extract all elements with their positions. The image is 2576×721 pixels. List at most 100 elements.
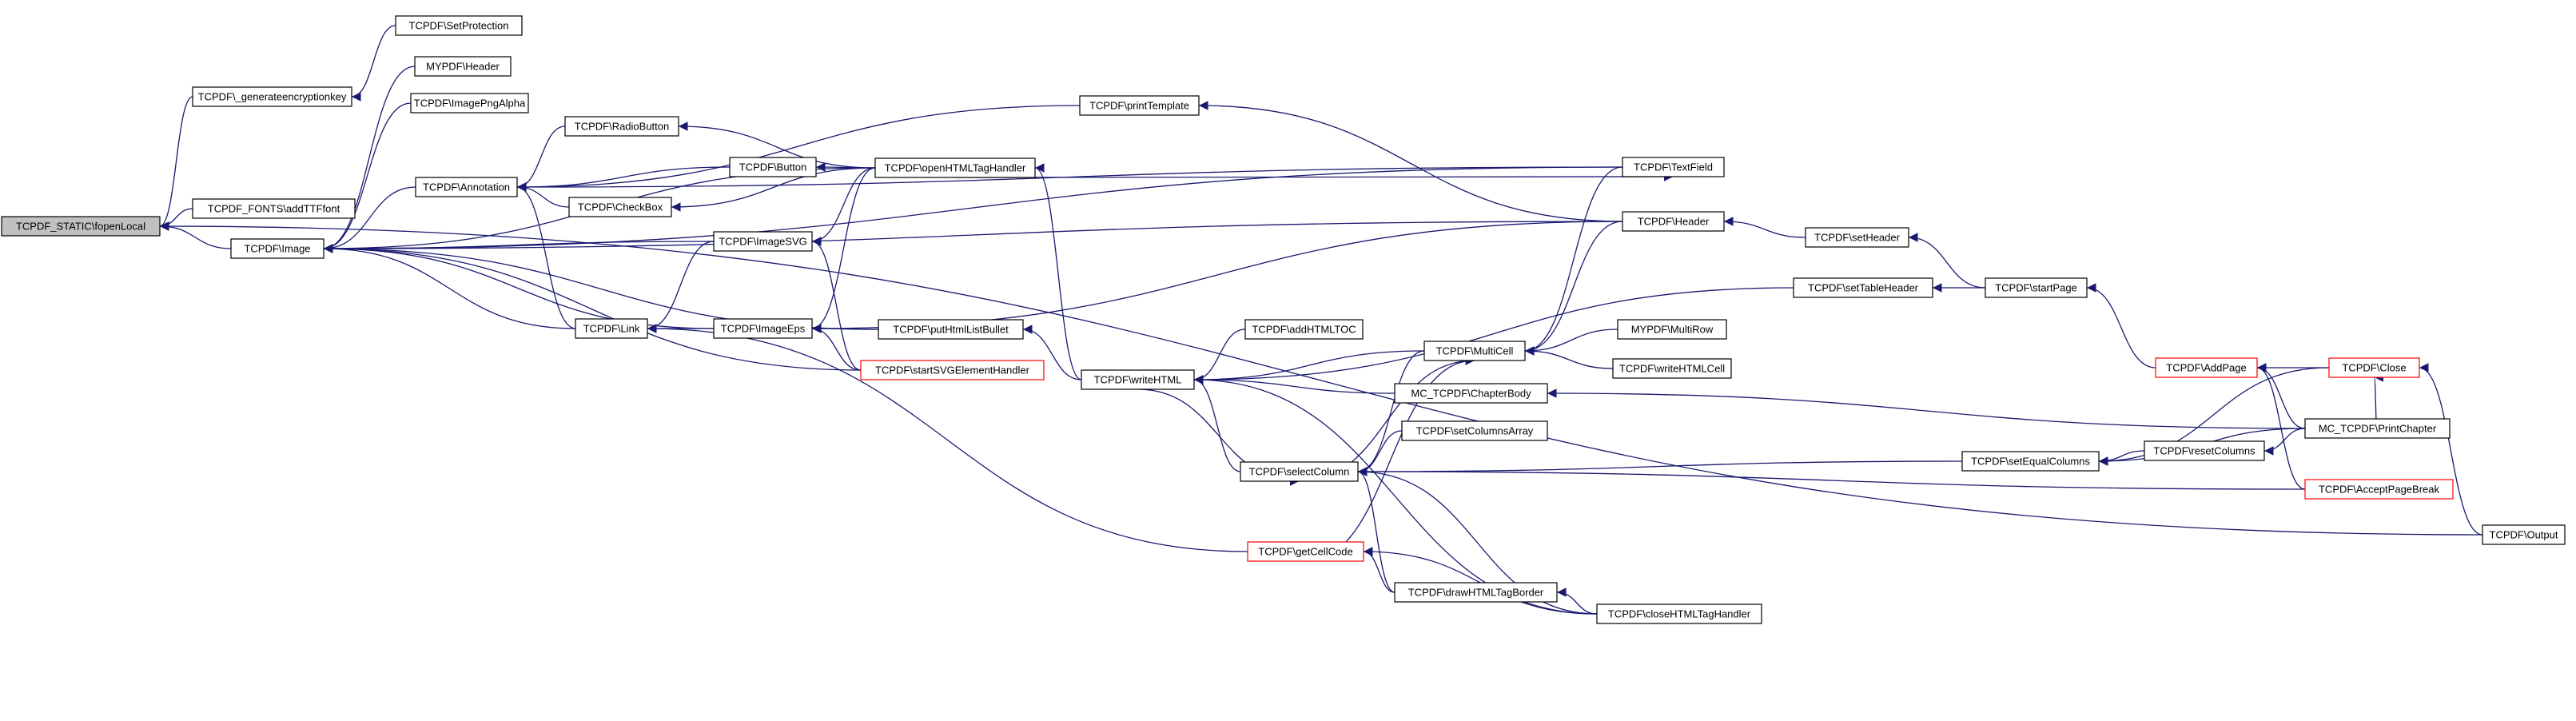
node-box (230, 238, 324, 259)
edge-writehtml-to-puthtmllistbullet (1022, 325, 1082, 380)
edge-addpage-to-startpage (2086, 283, 2156, 368)
node-box (2304, 479, 2454, 500)
node-textfield[interactable]: TCPDF\TextField (1622, 157, 1725, 177)
node-printchapter[interactable]: MC_TCPDF\PrintChapter (2304, 418, 2451, 439)
node-acceptpagebreak[interactable]: TCPDF\AcceptPageBreak (2304, 479, 2454, 500)
node-box (575, 318, 648, 339)
node-label: MYPDF\Header (426, 61, 500, 73)
node-imageeps[interactable]: TCPDF\ImageEps (713, 318, 813, 339)
node-annotation[interactable]: TCPDF\Annotation (415, 177, 518, 197)
edge-multirow-to-multicell (1524, 329, 1618, 356)
node-box (2304, 418, 2451, 439)
node-fopenlocal[interactable]: TCPDF_STATIC\fopenLocal (1, 216, 161, 237)
node-closehtml[interactable]: TCPDF\closeHTMLTagHandler (1596, 603, 1762, 624)
node-setequalcolumns[interactable]: TCPDF\setEqualColumns (1961, 451, 2100, 472)
node-box (713, 231, 813, 252)
node-startpage[interactable]: TCPDF\startPage (1985, 277, 2088, 298)
node-output[interactable]: TCPDF\Output (2482, 524, 2566, 545)
node-button[interactable]: TCPDF\Button (729, 157, 817, 177)
node-genkey[interactable]: TCPDF\_generateencryptionkey (192, 86, 352, 107)
node-link[interactable]: TCPDF\Link (575, 318, 648, 339)
edge-myheader-to-image (323, 66, 416, 253)
node-setcolumnsarray[interactable]: TCPDF\setColumnsArray (1401, 420, 1548, 441)
node-radiobutton[interactable]: TCPDF\RadioButton (564, 116, 679, 137)
node-addpage[interactable]: TCPDF\AddPage (2155, 357, 2258, 378)
node-box (1, 216, 161, 237)
node-setheader[interactable]: TCPDF\setHeader (1805, 227, 1909, 248)
node-box (1985, 277, 2088, 298)
node-label: TCPDF\ImageEps (721, 323, 806, 335)
node-addttf[interactable]: TCPDF_FONTS\addTTFfont (192, 198, 356, 219)
edge-link-to-annotation (516, 182, 576, 329)
node-label: TCPDF\closeHTMLTagHandler (1608, 608, 1751, 620)
node-box (860, 360, 1045, 380)
node-multicell[interactable]: TCPDF\MultiCell (1423, 341, 1526, 361)
edge-writehtmlcell-to-multicell (1524, 346, 1614, 369)
node-label: TCPDF\SetProtection (409, 20, 509, 32)
edge-openhtml-to-checkbox (671, 167, 876, 212)
edge-imageeps-to-image (323, 244, 715, 329)
node-setprotection[interactable]: TCPDF\SetProtection (395, 15, 523, 36)
node-multirow[interactable]: MYPDF\MultiRow (1617, 319, 1727, 340)
node-chapterbody[interactable]: MC_TCPDF\ChapterBody (1394, 383, 1548, 404)
node-settableheader[interactable]: TCPDF\setTableHeader (1793, 277, 1933, 298)
node-myheader[interactable]: MYPDF\Header (414, 56, 512, 77)
node-printtemplate[interactable]: TCPDF\printTemplate (1079, 95, 1200, 116)
edge-chapterbody-to-writehtml (1193, 375, 1395, 394)
node-header[interactable]: TCPDF\Header (1622, 211, 1725, 232)
node-label: TCPDF\RadioButton (575, 121, 670, 133)
edge-closehtml-to-drawhtmltagborder (1556, 588, 1598, 615)
node-box (2155, 357, 2258, 378)
node-box (2482, 524, 2566, 545)
edge-drawhtmltagborder-to-selectcolumn (1357, 467, 1395, 593)
node-label: TCPDF\setTableHeader (1808, 282, 1919, 294)
node-box (192, 86, 352, 107)
node-resetcolumns[interactable]: TCPDF\resetColumns (2144, 440, 2265, 461)
edge-imagepngalpha-to-image (323, 102, 412, 253)
node-label: TCPDF\ImageSVG (719, 236, 807, 248)
node-label: TCPDF_STATIC\fopenLocal (16, 221, 145, 233)
node-box (1805, 227, 1909, 248)
node-puthtmllistbullet[interactable]: TCPDF\putHtmlListBullet (878, 319, 1024, 340)
node-openhtml[interactable]: TCPDF\openHTMLTagHandler (874, 157, 1036, 178)
node-image[interactable]: TCPDF\Image (230, 238, 324, 259)
node-label: TCPDF\startSVGElementHandler (875, 364, 1030, 376)
node-writehtmlcell[interactable]: TCPDF\writeHTMLCell (1612, 358, 1732, 379)
edge-imagesvg-to-link (647, 241, 715, 333)
node-close[interactable]: TCPDF\Close (2328, 357, 2420, 378)
edge-openhtml-to-imagesvg (811, 167, 876, 246)
edge-printchapter-to-chapterbody (1547, 388, 2306, 429)
node-label: TCPDF\printTemplate (1089, 100, 1189, 112)
edge-printtemplate-to-annotation (516, 105, 1081, 192)
node-label: TCPDF\setHeader (1814, 232, 1901, 244)
node-writehtml[interactable]: TCPDF\writeHTML (1081, 369, 1195, 390)
node-box (564, 116, 679, 137)
edge-startpage-to-setheader (1908, 233, 1986, 289)
node-layer: TCPDF_STATIC\fopenLocal TCPDF\_generateen… (1, 15, 2566, 624)
node-box (1793, 277, 1933, 298)
node-drawhtmltagborder[interactable]: TCPDF\drawHTMLTagBorder (1394, 582, 1558, 603)
node-imagesvg[interactable]: TCPDF\ImageSVG (713, 231, 813, 252)
node-checkbox[interactable]: TCPDF\CheckBox (568, 197, 672, 217)
node-label: MC_TCPDF\ChapterBody (1411, 388, 1531, 400)
node-label: TCPDF\putHtmlListBullet (893, 324, 1009, 336)
edge-header-to-multicell (1524, 221, 1623, 356)
node-label: TCPDF\writeHTMLCell (1619, 363, 1725, 375)
edge-close-to-setequalcolumns (2098, 367, 2330, 466)
node-imagepngalpha[interactable]: TCPDF\ImagePngAlpha (410, 93, 529, 114)
node-box (713, 318, 813, 339)
edge-printchapter-to-addpage (2256, 363, 2306, 429)
node-startsvg[interactable]: TCPDF\startSVGElementHandler (860, 360, 1045, 380)
node-label: MYPDF\MultiRow (1631, 324, 1714, 336)
edge-closehtml-to-selectcolumn (1357, 467, 1598, 615)
edge-multicell-to-selectcolumn (1357, 350, 1425, 476)
edge-annotation-to-image (323, 186, 416, 253)
edge-settableheader-to-writehtml (1193, 287, 1794, 384)
node-label: TCPDF_FONTS\addTTFfont (208, 203, 340, 215)
node-label: TCPDF\Annotation (423, 181, 510, 193)
edge-header-to-image (323, 221, 1623, 253)
node-getcellcode[interactable]: TCPDF\getCellCode (1247, 541, 1364, 562)
node-selectcolumn[interactable]: TCPDF\selectColumn (1240, 461, 1359, 482)
node-addhtmltoc[interactable]: TCPDF\addHTMLTOC (1244, 319, 1364, 340)
